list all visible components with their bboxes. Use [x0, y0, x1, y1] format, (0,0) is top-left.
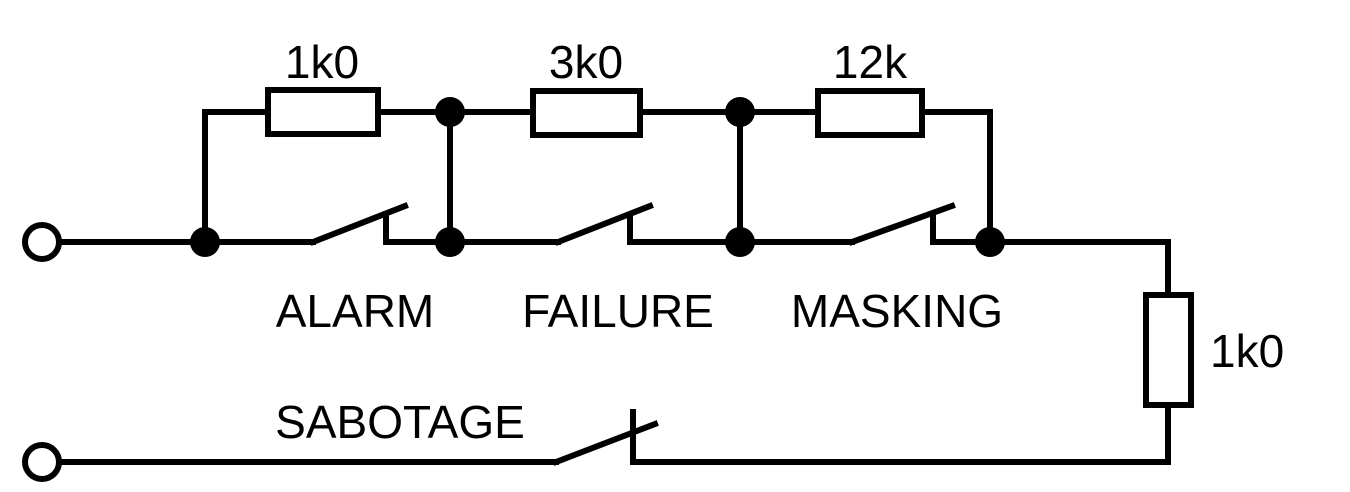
label-r-eol: 1k0 — [1210, 325, 1284, 377]
terminal-top — [22, 222, 62, 262]
label-sabotage: SABOTAGE — [275, 396, 525, 448]
terminal-bottom — [22, 442, 62, 482]
failure-switch — [554, 202, 654, 246]
masking-switch — [848, 202, 956, 246]
resistor-eol-1k0 — [1143, 292, 1194, 408]
label-r3: 12k — [833, 36, 908, 88]
label-failure: FAILURE — [522, 285, 714, 337]
junction-dots — [190, 97, 1005, 257]
sabotage-switch — [552, 409, 659, 466]
resistor-3k0 — [530, 88, 643, 138]
alarm-switch — [309, 202, 409, 246]
label-r2: 3k0 — [549, 36, 623, 88]
resistor-1k0 — [265, 87, 381, 137]
resistor-12k — [815, 88, 925, 138]
label-alarm: ALARM — [276, 285, 434, 337]
label-masking: MASKING — [791, 285, 1003, 337]
label-r1: 1k0 — [285, 36, 359, 88]
